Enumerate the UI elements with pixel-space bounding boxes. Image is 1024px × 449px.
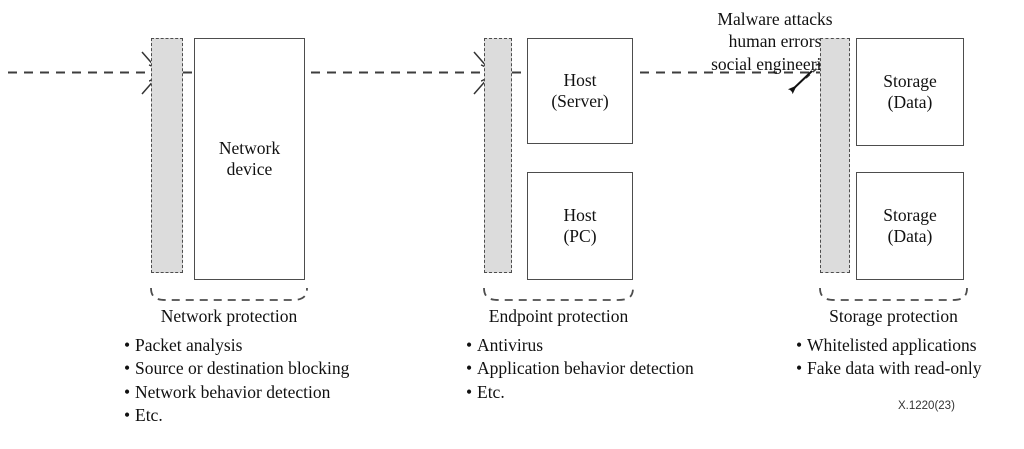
bullet-marker-icon: • <box>124 404 131 425</box>
storage-data-2-label-line-1: Storage <box>883 205 937 226</box>
network-protection-brace <box>150 287 308 301</box>
list-item-label: Packet analysis <box>135 335 243 355</box>
storage-protection-bar <box>820 38 850 273</box>
network-device-label-line-1: Network <box>218 138 281 159</box>
storage-protection-bullet-list: •Whitelisted applications •Fake data wit… <box>796 334 981 381</box>
list-item: •Etc. <box>466 381 694 404</box>
bullet-marker-icon: • <box>466 335 473 355</box>
endpoint-protection-bullet-list: •Antivirus •Application behavior detecti… <box>466 334 694 404</box>
list-item-label: Fake data with read-only <box>807 358 982 379</box>
list-item: •Fake data with read-only <box>796 357 981 380</box>
figure-reference-label: X.1220(23) <box>898 400 955 412</box>
list-item-label: Whitelisted applications <box>807 335 977 355</box>
bullet-marker-icon: • <box>796 335 803 355</box>
list-item: •Etc. <box>124 404 349 427</box>
host-pc-label-line-2: (PC) <box>563 226 597 246</box>
network-protection-bullet-list: •Packet analysis •Source or destination … <box>124 334 349 427</box>
bullet-marker-icon: • <box>124 335 131 355</box>
threat-line-1: Malware attacks <box>717 9 833 29</box>
host-server-box: Host (Server) <box>527 38 633 144</box>
storage-protection-label: Storage protection <box>829 306 958 326</box>
host-pc-box: Host (PC) <box>527 172 633 280</box>
list-item: •Source or destination blocking <box>124 357 349 380</box>
list-item-label: Source or destination blocking <box>135 358 350 379</box>
threat-annotation: Malware attacks human errors social engi… <box>660 8 890 75</box>
storage-data-2-label-line-2: (Data) <box>887 226 933 246</box>
list-item-label: Network behavior detection <box>135 381 331 402</box>
host-server-label-line-1: Host <box>563 70 597 91</box>
list-item: •Whitelisted applications <box>796 334 981 357</box>
network-protection-bar <box>151 38 183 273</box>
storage-data-box-2: Storage (Data) <box>856 172 964 280</box>
endpoint-protection-label: Endpoint protection <box>488 306 629 326</box>
threat-line-2: human errors <box>728 31 822 52</box>
bullet-marker-icon: • <box>466 358 473 379</box>
bullet-marker-icon: • <box>124 381 131 402</box>
bullet-marker-icon: • <box>466 381 473 402</box>
list-item-label: Application behavior detection <box>477 358 694 379</box>
bullet-marker-icon: • <box>796 358 803 379</box>
host-server-label-line-2: (Server) <box>551 91 609 111</box>
list-item: •Packet analysis <box>124 334 349 357</box>
list-item: •Antivirus <box>466 334 694 357</box>
list-item-label: Etc. <box>477 381 505 402</box>
list-item-label: Etc. <box>135 404 163 425</box>
storage-protection-brace <box>819 287 968 301</box>
network-protection-label: Network protection <box>160 306 298 326</box>
list-item: •Application behavior detection <box>466 357 694 380</box>
storage-data-box-1: Storage (Data) <box>856 38 964 146</box>
storage-data-1-label-line-1: Storage <box>883 71 937 92</box>
network-device-box: Network device <box>194 38 305 280</box>
list-item: •Network behavior detection <box>124 381 349 404</box>
endpoint-protection-bar <box>484 38 512 273</box>
network-device-label-line-2: device <box>226 159 273 179</box>
host-pc-label-line-1: Host <box>563 205 597 226</box>
threat-line-3: social engineering <box>711 53 839 74</box>
endpoint-protection-brace <box>483 287 634 301</box>
bullet-marker-icon: • <box>124 358 131 379</box>
storage-data-1-label-line-2: (Data) <box>887 92 933 112</box>
list-item-label: Antivirus <box>477 335 544 355</box>
